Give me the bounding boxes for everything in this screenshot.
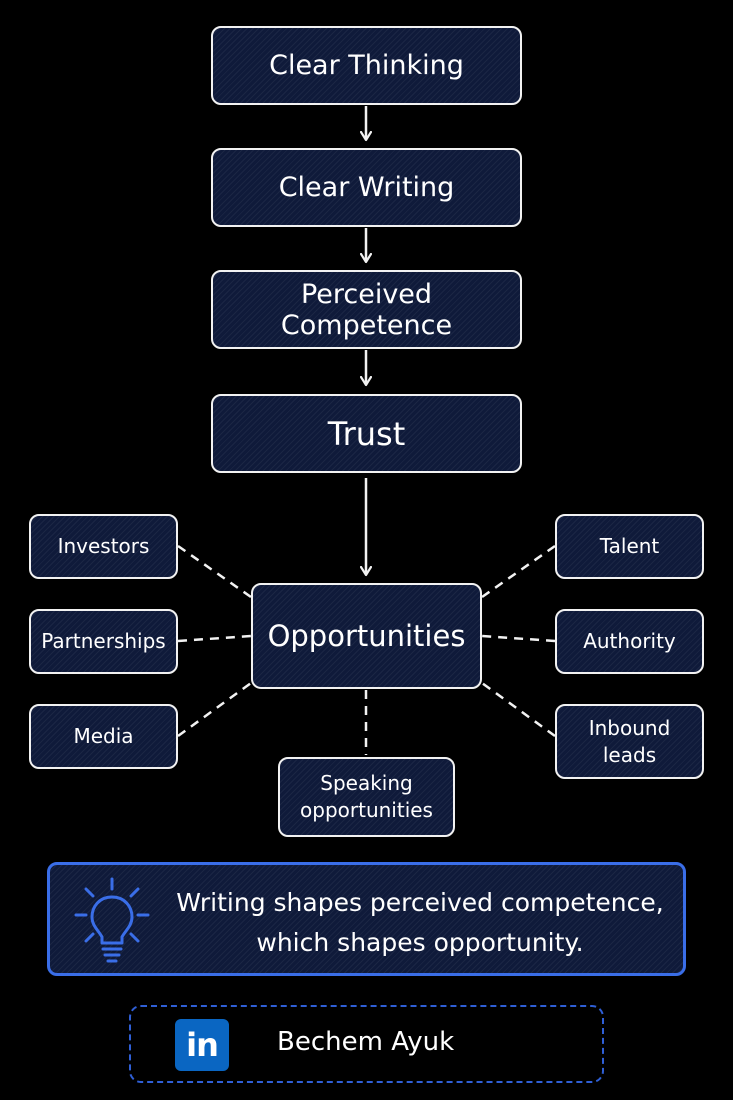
media-node: Media <box>29 704 178 769</box>
perceived-competence-node: Perceived Competence <box>211 270 522 349</box>
authority-label: Authority <box>583 629 676 653</box>
opportunities-label: Opportunities <box>267 619 466 653</box>
author-badge[interactable]: in Bechem Ayuk <box>129 1005 604 1083</box>
speaking-label-line1: Speaking <box>320 771 413 795</box>
inbound-leads-node: Inbound leads <box>555 704 704 779</box>
talent-label: Talent <box>599 534 660 558</box>
callout-line1: Writing shapes perceived competence, <box>176 888 664 917</box>
spoke-authority <box>481 634 556 643</box>
clear-writing-node: Clear Writing <box>211 148 522 227</box>
media-label: Media <box>73 724 134 748</box>
spoke-partnerships <box>177 634 252 643</box>
authority-node: Authority <box>555 609 704 674</box>
clear-writing-label: Clear Writing <box>278 172 455 203</box>
spoke-talent <box>481 544 556 599</box>
spoke-investors <box>177 544 252 599</box>
clear-thinking-node: Clear Thinking <box>211 26 522 105</box>
spoke-media <box>177 681 252 738</box>
investors-node: Investors <box>29 514 178 579</box>
spoke-inbound <box>481 681 556 738</box>
speaking-opportunities-node: Speaking opportunities <box>278 757 455 837</box>
linkedin-icon[interactable]: in <box>175 1019 229 1071</box>
talent-node: Talent <box>555 514 704 579</box>
clear-thinking-label: Clear Thinking <box>269 50 464 81</box>
inbound-leads-label-line2: leads <box>602 742 657 767</box>
trust-node: Trust <box>211 394 522 473</box>
perceived-competence-label: Perceived Competence <box>280 278 453 341</box>
opportunities-node: Opportunities <box>251 583 482 689</box>
callout-line2: which shapes opportunity. <box>256 928 584 957</box>
trust-label: Trust <box>327 414 406 453</box>
callout-text: Writing shapes perceived competence, whi… <box>170 883 670 963</box>
inbound-leads-label-line1: Inbound <box>588 715 671 740</box>
partnerships-node: Partnerships <box>29 609 178 674</box>
partnerships-label: Partnerships <box>41 629 166 653</box>
insight-callout: Writing shapes perceived competence, whi… <box>47 862 686 976</box>
lightbulb-icon <box>74 877 150 963</box>
investors-label: Investors <box>57 534 150 558</box>
author-name: Bechem Ayuk <box>277 1027 455 1057</box>
speaking-label-line2: opportunities <box>300 798 433 822</box>
